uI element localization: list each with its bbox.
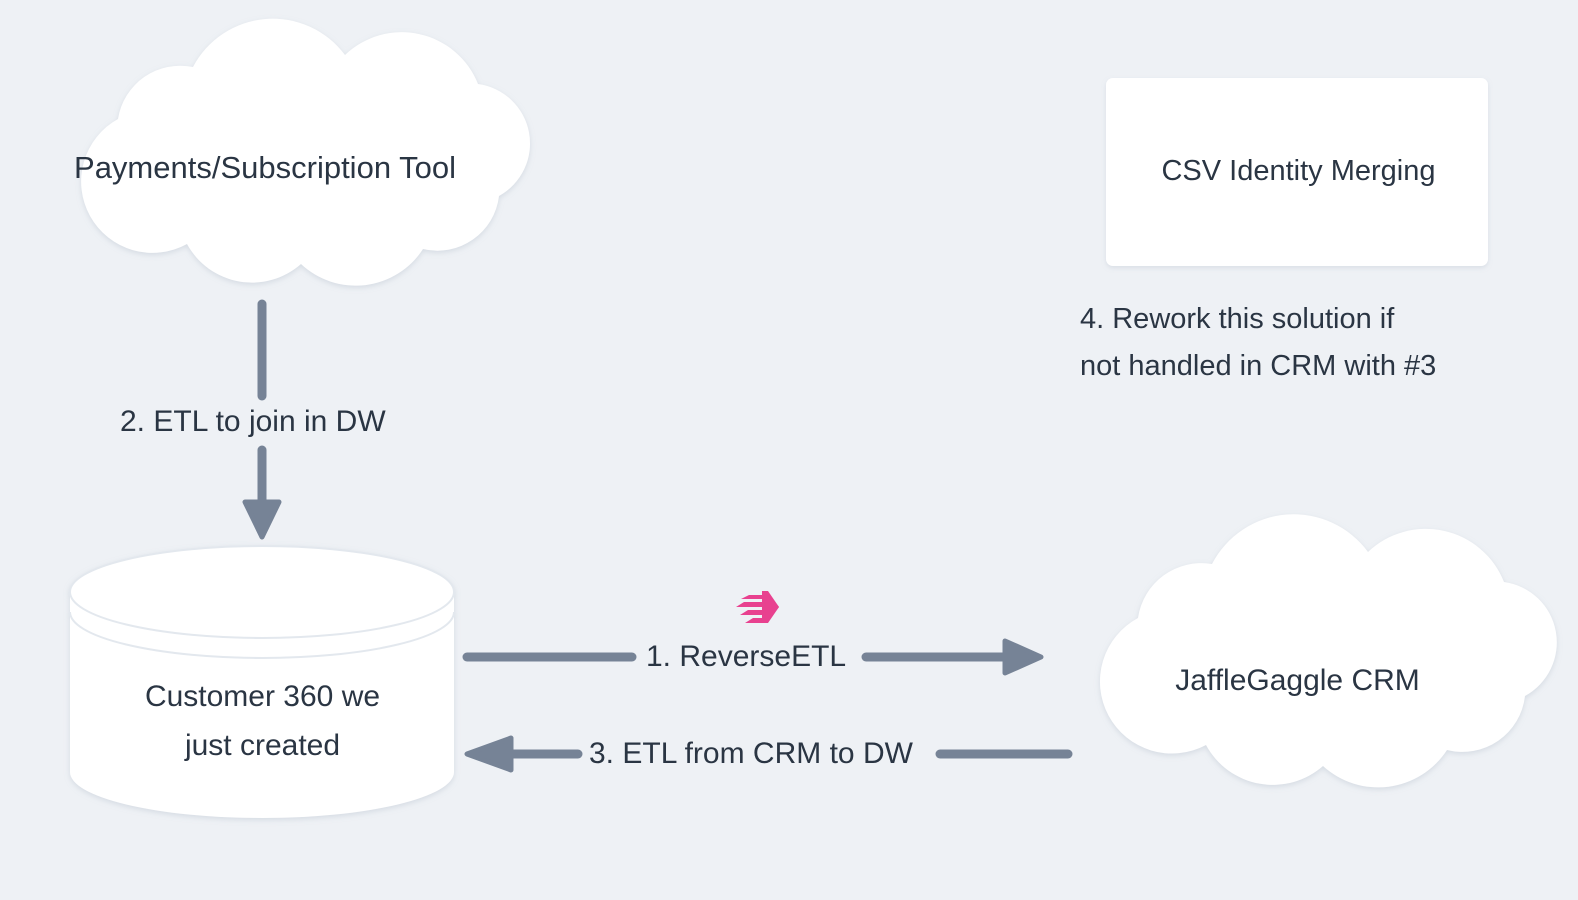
hightouch-logo-icon [736,591,779,623]
edge-crm-to-warehouse [464,735,1073,773]
payments-subscription-cloud-shape[interactable] [81,18,531,286]
jafflegaggle-crm-cloud-shape[interactable] [1099,514,1557,788]
edge-warehouse-to-crm [462,638,1044,676]
customer-360-warehouse-cylinder-shape[interactable] [69,545,455,818]
edge-payments-to-warehouse [242,299,282,540]
edge-label-etl-to-join-in-dw: 2. ETL to join in DW [116,405,390,439]
edge-label-etl-from-crm-to-dw: 3. ETL from CRM to DW [583,737,919,771]
edge-label-reverse-etl: 1. ReverseETL [640,640,853,674]
csv-identity-merging-box-shape[interactable] [1106,78,1488,266]
